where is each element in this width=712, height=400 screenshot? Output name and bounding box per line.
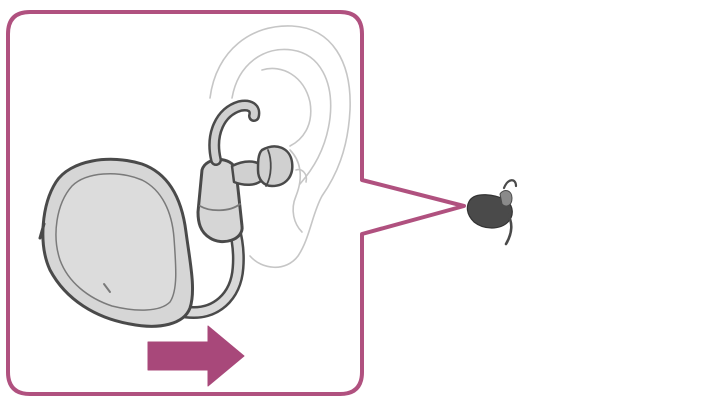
shoulder-left [386, 352, 472, 400]
neck-back [472, 292, 502, 352]
hair-line [520, 130, 697, 176]
back-of-head [452, 168, 502, 292]
cheek-line [517, 176, 598, 300]
eye-hint [628, 196, 633, 232]
worn-earphone-small [467, 180, 516, 244]
earphone-eartip [258, 146, 292, 186]
collar [468, 320, 596, 392]
worn-earphone-bud [500, 191, 512, 206]
worn-earphone-hook [504, 180, 516, 188]
shoulder-right [624, 372, 712, 388]
face-jaw [598, 246, 708, 300]
neck-front [598, 300, 624, 372]
